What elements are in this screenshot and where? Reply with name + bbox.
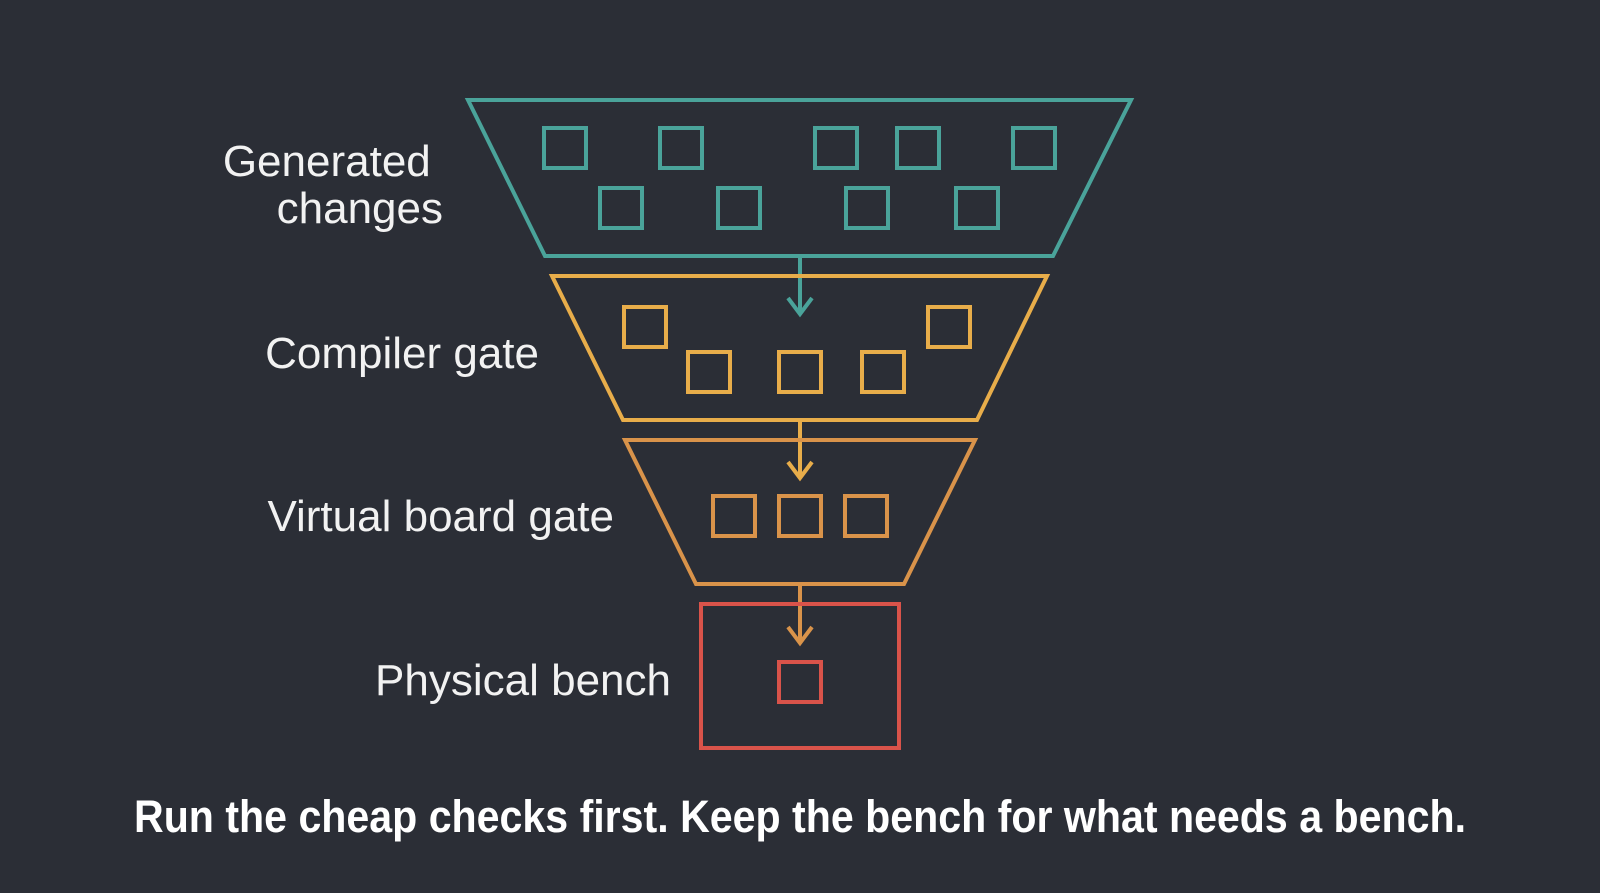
stage-physical-bench: Physical bench: [375, 602, 901, 750]
stage-virtual-board-gate: Virtual board gate: [267, 438, 979, 586]
stage-compiler-gate: Compiler gate: [265, 274, 1051, 422]
flow-arrow-head: [786, 296, 814, 318]
stage-3-item: [711, 494, 757, 538]
flow-arrow-head: [786, 460, 814, 482]
stage-1-item: [1011, 126, 1057, 170]
stage-1-item: [954, 186, 1000, 230]
stage-3-label: Virtual board gate: [267, 492, 614, 541]
stage-2-items: [622, 305, 972, 394]
stage-4-outline: [699, 602, 901, 750]
stage-2-item: [622, 305, 668, 349]
stage-1-label: Generated changes: [223, 137, 443, 233]
stage-1-item: [895, 126, 941, 170]
stage-1-item: [658, 126, 704, 170]
caption: Run the cheap checks first. Keep the ben…: [134, 791, 1466, 842]
stage-generated-changes: Generated changes: [223, 98, 1135, 258]
arrow-2-to-3: [785, 418, 814, 482]
arrow-3-to-4: [786, 582, 814, 647]
flow-arrow-head: [786, 625, 814, 647]
stage-3-item: [843, 494, 889, 538]
flow-arrow-line: [785, 418, 802, 475]
stage-1-item: [716, 186, 762, 230]
stage-1-items: [542, 126, 1057, 230]
stage-3-item: [777, 494, 823, 538]
flow-arrow-line: [790, 582, 802, 640]
flow-arrow-line: [770, 254, 802, 312]
stage-2-item: [926, 305, 972, 349]
stage-1-item: [813, 126, 859, 170]
stage-1-outline: [464, 98, 1135, 258]
stage-2-outline: [548, 274, 1051, 422]
stage-3-items: [711, 494, 889, 538]
stage-2-label: Compiler gate: [265, 329, 539, 378]
stage-4-item: [777, 660, 823, 704]
stage-3-outline: [621, 438, 979, 586]
stage-2-item: [860, 350, 906, 394]
stage-2-item: [686, 350, 732, 394]
stage-4-items: [777, 660, 823, 704]
stage-4-label: Physical bench: [375, 656, 671, 705]
stage-1-item: [542, 126, 588, 170]
stage-2-item: [777, 350, 823, 394]
stage-1-item: [844, 186, 890, 230]
arrow-1-to-2: [770, 254, 814, 318]
stage-1-item: [598, 186, 644, 230]
